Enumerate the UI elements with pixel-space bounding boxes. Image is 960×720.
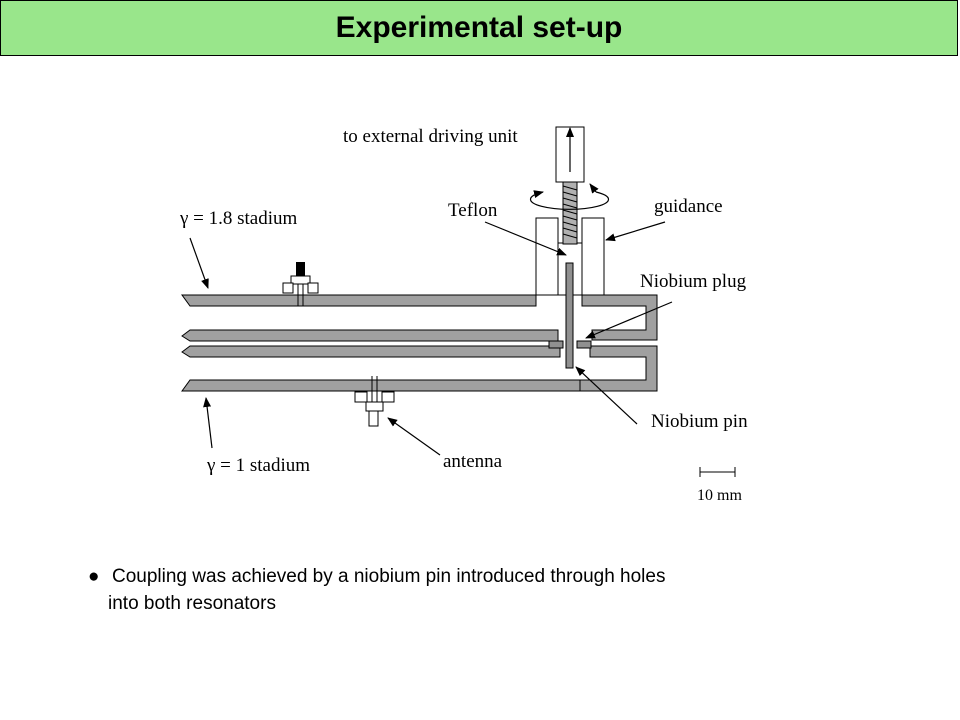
antenna-body xyxy=(365,401,384,412)
bullet-point: ● Coupling was achieved by a niobium pin … xyxy=(88,563,848,617)
label-teflon: Teflon xyxy=(448,200,498,221)
label-antenna: antenna xyxy=(443,451,503,472)
pointer-antenna xyxy=(387,417,441,456)
niobium-plug-right xyxy=(576,340,592,349)
lower-plate-right-bend xyxy=(579,345,658,392)
bullet-symbol: ● xyxy=(88,566,100,587)
slide-title: Experimental set-up xyxy=(335,11,623,44)
pointer-niobium-pin xyxy=(575,366,638,425)
title-bar: Experimental set-up xyxy=(0,0,958,56)
label-external-driving-unit: to external driving unit xyxy=(343,126,518,147)
niobium-plug-left xyxy=(548,340,564,349)
upper-plate xyxy=(181,294,537,307)
pointer-gamma1 xyxy=(203,397,213,449)
niobium-pin xyxy=(565,262,574,369)
top-port-cap xyxy=(296,262,305,276)
pointer-guidance xyxy=(605,221,666,242)
middle-plate-upper xyxy=(181,329,559,342)
antenna-flange-left xyxy=(354,391,368,403)
guidance-block-right xyxy=(581,217,605,296)
top-port-body xyxy=(290,275,311,285)
guidance-block-left xyxy=(535,217,559,296)
bullet-text-2: into both resonators xyxy=(108,593,276,614)
pointer-gamma18 xyxy=(189,237,209,289)
label-guidance: guidance xyxy=(654,196,723,217)
top-port-flange-left xyxy=(282,282,294,294)
rotation-arrow xyxy=(529,190,610,210)
bullet-text-1: Coupling was achieved by a niobium pin i… xyxy=(112,566,666,587)
label-gamma-1-stadium: γ = 1 stadium xyxy=(206,455,310,476)
label-niobium-plug: Niobium plug xyxy=(640,271,747,292)
pointer-niobium-plug xyxy=(585,301,673,339)
label-niobium-pin: Niobium pin xyxy=(651,411,748,432)
upper-plate-right xyxy=(581,294,658,341)
bottom-plate xyxy=(181,379,581,392)
antenna-tip xyxy=(368,410,379,427)
middle-plate-lower xyxy=(181,345,561,358)
label-scale-bar: 10 mm xyxy=(697,487,742,504)
bullet-line-1: ● Coupling was achieved by a niobium pin … xyxy=(88,563,848,590)
pointer-teflon xyxy=(484,221,567,256)
label-gamma-18-stadium: γ = 1.8 stadium xyxy=(179,208,297,229)
top-port-flange-right xyxy=(307,282,319,294)
antenna-flange-right xyxy=(381,391,395,403)
